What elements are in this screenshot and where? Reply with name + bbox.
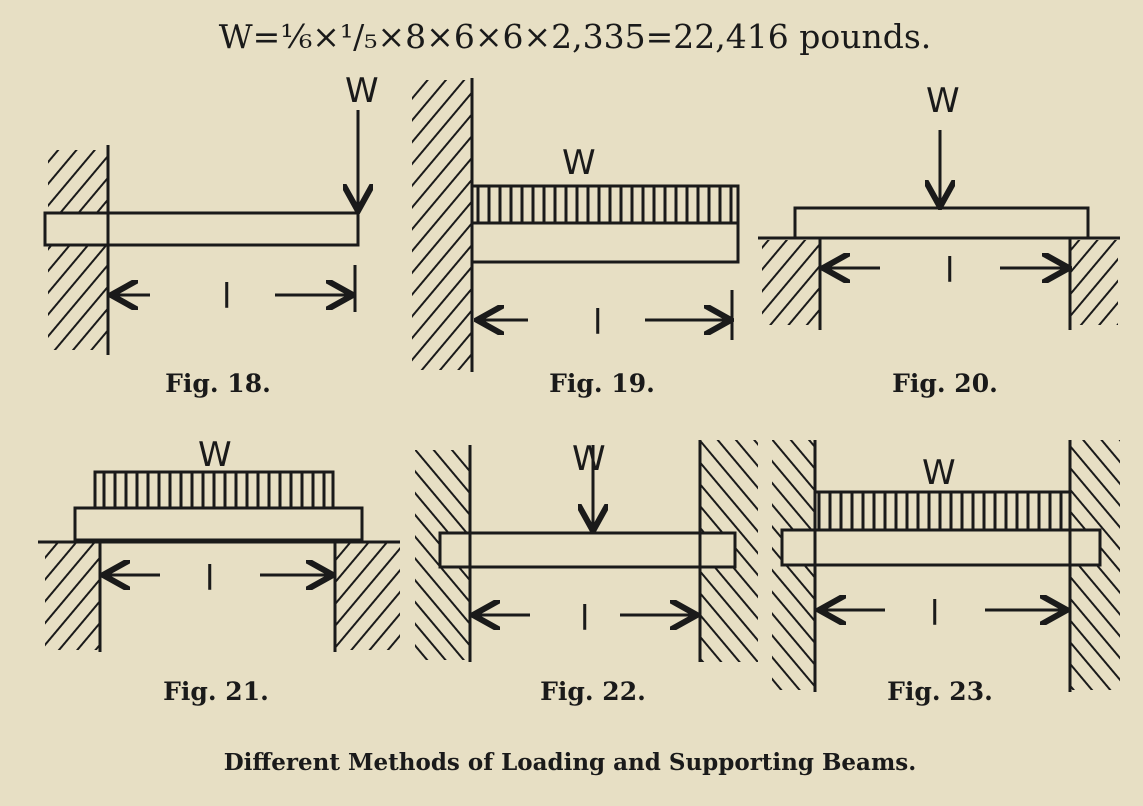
load-label: W bbox=[345, 71, 379, 111]
figure-19-cantilever-uniform-load: W l Fig. 19. bbox=[412, 78, 740, 398]
figure-18-cantilever-end-load: W l Fig. 18. bbox=[43, 71, 379, 398]
figure-20-simple-beam-center-load: W l Fig. 20. bbox=[758, 81, 1120, 398]
figure-23-fixed-ends-uniform-load: W l Fig. 23. bbox=[772, 440, 1120, 706]
figure-caption: Fig. 23. bbox=[887, 677, 993, 706]
formula: W=⅙×¹/₅×8×6×6×2,335=22,416 pounds. bbox=[219, 17, 932, 56]
length-label: l bbox=[593, 303, 602, 343]
figure-caption: Fig. 19. bbox=[549, 369, 655, 398]
diagram-title: Different Methods of Loading and Support… bbox=[224, 749, 917, 776]
figure-caption: Fig. 18. bbox=[165, 369, 271, 398]
load-label: W bbox=[926, 81, 960, 121]
length-label: l bbox=[205, 559, 214, 599]
load-label: W bbox=[562, 143, 596, 183]
length-label: l bbox=[580, 599, 589, 639]
load-label: W bbox=[198, 435, 232, 475]
length-label: l bbox=[930, 594, 939, 634]
figure-caption: Fig. 20. bbox=[892, 369, 998, 398]
load-label: W bbox=[572, 439, 606, 479]
figure-22-fixed-ends-center-load: W l Fig. 22. bbox=[415, 439, 758, 706]
load-label: W bbox=[922, 453, 956, 493]
length-label: l bbox=[945, 251, 954, 291]
figure-caption: Fig. 21. bbox=[163, 677, 269, 706]
figure-21-simple-beam-uniform-load: W l Fig. 21. bbox=[38, 435, 400, 706]
length-label: l bbox=[222, 277, 231, 317]
figure-caption: Fig. 22. bbox=[540, 677, 646, 706]
